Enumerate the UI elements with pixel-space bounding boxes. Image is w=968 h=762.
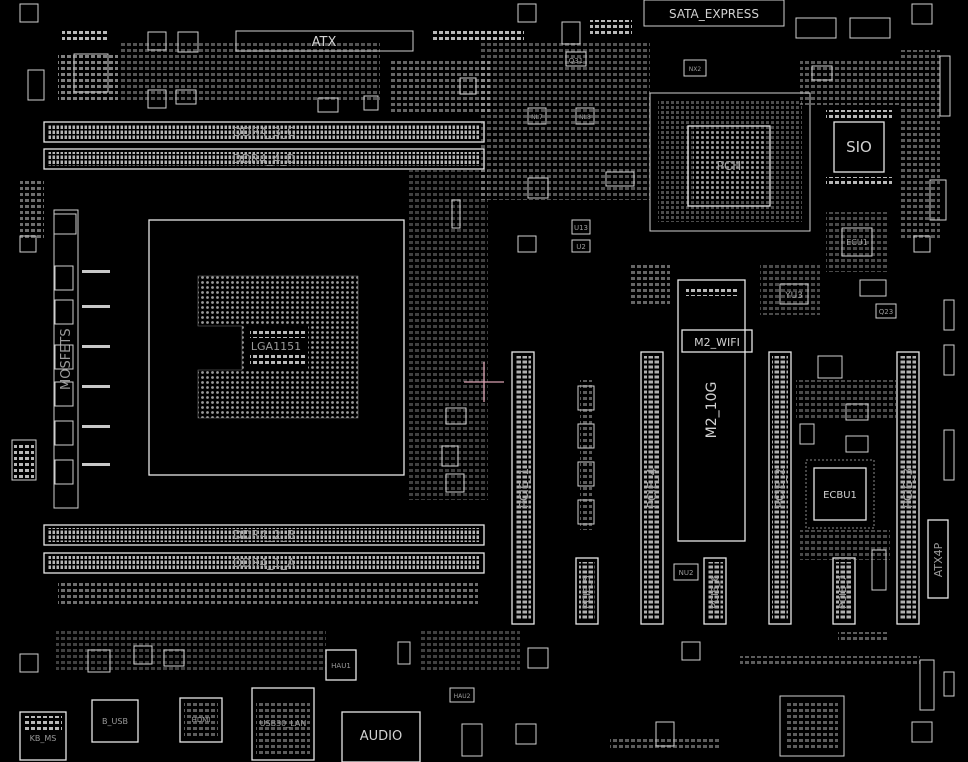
vrm-mosfets: MOSFETS	[53, 209, 110, 509]
dimm-slot-ddr4-2-b[interactable]: DDR4_2_B	[43, 524, 485, 546]
audio-label: AUDIO	[360, 729, 403, 744]
ecbu1-label: ECBU1	[823, 490, 857, 501]
sata-express-label: SATA_EXPRESS	[669, 7, 759, 21]
hdmi-label: HDMI	[192, 716, 211, 724]
q31-label: Q31	[569, 57, 583, 65]
ddr4-4-d-label: DDR4_4_D	[232, 152, 295, 166]
m2-10g-slot[interactable]: M2_10G	[677, 279, 746, 542]
pcie-6-label: PCIE_6	[710, 575, 721, 609]
usb30-lan-label: USB30_LAN	[260, 719, 307, 728]
atx4p-label: ATX4P	[932, 542, 945, 577]
pcie-3-label: PCIE_3	[901, 468, 915, 508]
cpu-socket[interactable]: LGA1151	[148, 219, 405, 476]
dimm-slot-ddr4-1-a[interactable]: DDR4_1_A	[43, 552, 485, 574]
ddr4-2-b-label: DDR4_2_B	[233, 528, 295, 542]
q23-label: Q23	[879, 308, 893, 316]
pcie-7-label: PCIE_7	[838, 575, 849, 609]
b-usb-label: B_USB	[102, 717, 128, 726]
pcie-slot-7[interactable]: PCIE_7	[832, 557, 856, 625]
pcie-slot-6[interactable]: PCIE_6	[703, 557, 727, 625]
hau2-label: HAU2	[454, 693, 471, 700]
pcie-slot-4[interactable]: PCIE_4	[640, 351, 664, 625]
ecbu1-chip[interactable]: ECBU1	[805, 459, 875, 529]
pcie-5-label: PCIE_5	[582, 575, 593, 609]
pcie-slot-5[interactable]: PCIE_5	[575, 557, 599, 625]
m2-wifi-label: M2_WIFI	[694, 336, 740, 349]
cpu-socket-label: LGA1151	[251, 340, 301, 353]
dimm-slot-ddr4-4-d[interactable]: DDR4_4_D	[43, 148, 485, 170]
pcie-slot-2[interactable]: PCIE_2	[768, 351, 792, 625]
pch-chipset[interactable]: PCH	[649, 92, 811, 232]
dimm-slot-ddr4-3-c[interactable]: DDR4_3_C	[43, 121, 485, 143]
nl8-label: NL8	[579, 114, 591, 121]
m2-10g-label: M2_10G	[704, 382, 720, 439]
pcie-4-label: PCIE_4	[645, 468, 659, 508]
super-io-chip[interactable]: SIO	[826, 110, 892, 185]
usb-connector[interactable]: B_USB	[91, 699, 139, 743]
u13-label: U13	[574, 224, 588, 232]
hau1-label: HAU1	[331, 662, 351, 670]
ddr4-1-a-label: DDR4_1_A	[233, 556, 296, 570]
kb-ms-connector[interactable]: KB_MS	[19, 711, 67, 761]
ddr4-3-c-label: DDR4_3_C	[233, 125, 295, 139]
usb30-lan-connector[interactable]: USB30_LAN	[251, 687, 315, 761]
pch-label: PCH	[717, 159, 742, 173]
kb-ms-label: KB_MS	[30, 734, 57, 743]
cursor-crosshair	[464, 362, 504, 402]
nx2-label: NX2	[689, 66, 702, 73]
atx4p-connector[interactable]: ATX4P	[927, 519, 949, 599]
pcie-slot-3[interactable]: PCIE_3	[896, 351, 920, 625]
m2-wifi-slot[interactable]: M2_WIFI	[681, 329, 753, 353]
pcie-1-label: PCIE_1	[517, 468, 531, 508]
nl7-label: NL7	[531, 114, 543, 121]
pcie-slot-1[interactable]: PCIE_1	[511, 351, 535, 625]
hdmi-connector[interactable]: HDMI	[179, 697, 223, 743]
u2-label: U2	[576, 243, 586, 251]
mosfets-label: MOSFETS	[59, 328, 74, 390]
audio-connector[interactable]: AUDIO	[341, 711, 421, 762]
nu2-label: NU2	[679, 569, 694, 577]
ecu1-chip[interactable]: ECU1	[826, 212, 888, 272]
sata-express-connector[interactable]: SATA_EXPRESS	[643, 0, 785, 27]
pcie-2-label: PCIE_2	[773, 468, 787, 508]
sio-label: SIO	[846, 138, 872, 156]
